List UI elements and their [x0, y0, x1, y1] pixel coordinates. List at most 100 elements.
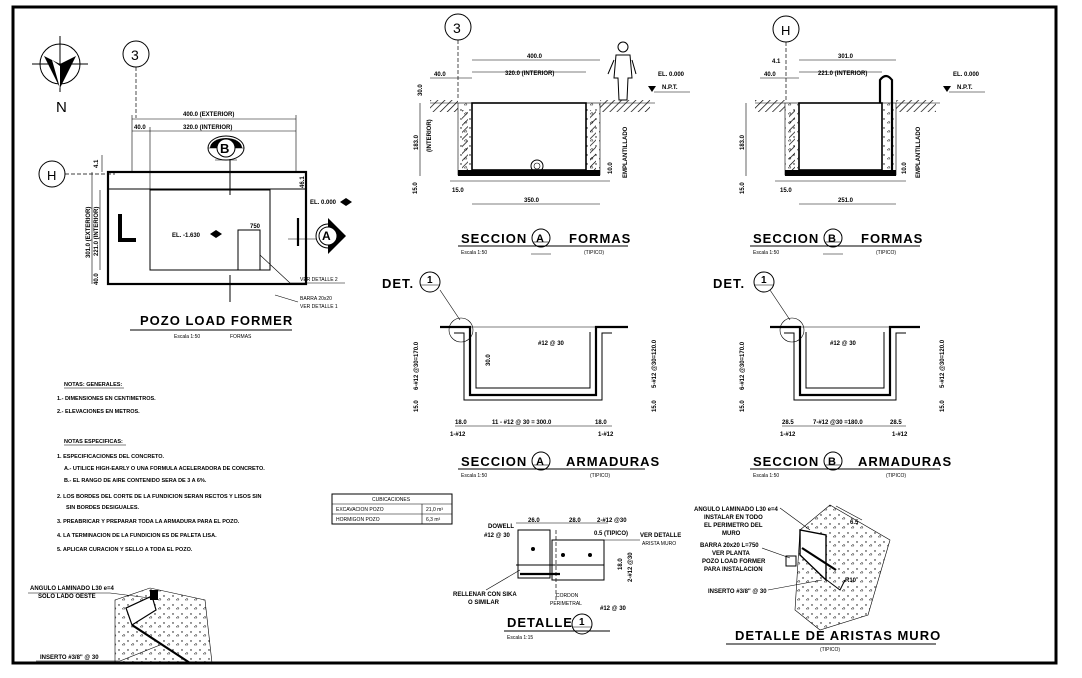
- sec-a-arm-title-post: ARMADURAS: [566, 454, 660, 469]
- plan-dim-40: 40.0: [134, 125, 146, 131]
- plan-note-barra: BARRA 20x20: [300, 296, 332, 302]
- notes-gen-title: NOTAS: GENERALES:: [64, 382, 122, 388]
- section-a-armaduras: DET. 1 #12 @ 30 6-#12 @30=170.0 5-#12 @3…: [382, 271, 660, 479]
- detalle1-dowell: DOWELL: [488, 524, 514, 530]
- quantities-row1-value: 21,0 m³: [426, 507, 443, 513]
- detalle1-bars-side: 2-#12 @30: [628, 552, 634, 582]
- sec-a-arm-scale: Escala 1:50: [461, 473, 487, 479]
- notes-gen-1: 1.- DIMENSIONES EN CENTIMETROS.: [57, 396, 156, 402]
- plan-sub: FORMAS: [230, 334, 252, 340]
- sec-b-arm-dim-15r: 15.0: [940, 400, 946, 412]
- sec-b-arm-letter: B: [828, 456, 836, 468]
- sec-b-formas-title-pre: SECCION: [753, 231, 819, 246]
- plan-dim-int: 320.0 (INTERIOR): [183, 125, 232, 131]
- notes-gen-2: 2.- ELEVACIONES EN METROS.: [57, 409, 140, 415]
- detalle-aristas: 6.5 R10 ANGULO LAMINADO L30 e=4 INSTALAR…: [694, 504, 941, 653]
- sec-b-dim-10: 10.0: [902, 162, 908, 174]
- sec-a-formas-tipico: (TIPICO): [584, 250, 604, 256]
- detalle1-d26: 26.0: [528, 518, 540, 524]
- sec-a-arm-tipico: (TIPICO): [590, 473, 610, 479]
- sec-b-dim-40: 40.0: [764, 72, 776, 78]
- notes-esp-5: 5. APLICAR CURACION Y SELLO A TODA EL PO…: [57, 547, 193, 553]
- detalle1-bar-bottom: #12 @ 30: [600, 606, 627, 612]
- detalle1-scale: Escala 1:15: [507, 635, 533, 641]
- detalle1-similar: O SIMILAR: [468, 600, 500, 606]
- sec-a-arm-dim-300: 30.0: [486, 354, 492, 366]
- sec-a-el: EL. 0.000: [658, 72, 685, 78]
- sec-b-arm-scale: Escala 1:50: [753, 473, 779, 479]
- north-arrow: N: [32, 36, 88, 116]
- sec-a-arm-det: DET.: [382, 276, 414, 291]
- notes-esp-2: 2. LOS BORDES DEL CORTE DE LA FUNDICION …: [57, 494, 261, 500]
- sec-b-dim-41: 4.1: [772, 59, 781, 65]
- sec-b-arm-dim-28r: 28.5: [890, 420, 902, 426]
- sec-a-int-label: (INTERIOR): [427, 119, 433, 152]
- plan-dim-40v: 40.0: [94, 273, 100, 285]
- sec-b-dim-15: 15.0: [780, 188, 792, 194]
- plan-dim-46: 46.1: [300, 176, 306, 188]
- left-inserto: INSERTO #3/8" @ 30: [40, 655, 99, 661]
- sec-b-formas-letter: B: [828, 233, 836, 245]
- sec-b-arm-dim-mid: 7-#12 @30 =180.0: [813, 420, 863, 426]
- sec-b-arm-bar-right: 5-#12 @30=120.0: [940, 339, 946, 388]
- notes-esp-1a: A.- UTILICE HIGH-EARLY O UNA FORMULA ACE…: [64, 466, 265, 472]
- plan-dim-ext: 400.0 (EXTERIOR): [183, 112, 234, 118]
- plan-elev-center: EL. -1.630: [172, 233, 201, 239]
- detalle1-relleno: RELLENAR CON SIKA: [453, 592, 517, 598]
- detalle1-cordon: CORDON: [556, 593, 579, 599]
- section-b-formas: H 301.0 221.0 (INTERIOR) 40.0 4.1 EL. 0.…: [740, 15, 985, 256]
- sec-b-arm-bar-left: 6-#12 @30=170.0: [740, 341, 746, 390]
- sec-a-dim-300: 30.0: [418, 84, 424, 96]
- detalle1-d18: 18.0: [618, 558, 624, 570]
- notes-esp-4: 4. LA TERMINACION DE LA FUNDICION ES DE …: [57, 533, 217, 539]
- notes-esp-2b: SIN BORDES DESIGUALES.: [66, 505, 140, 511]
- sec-b-formas-scale: Escala 1:50: [753, 250, 779, 256]
- sec-b-emplantillado: EMPLANTILLADO: [916, 126, 922, 178]
- sec-b-dim-total: 301.0: [838, 54, 854, 60]
- sec-a-dim-total: 400.0: [527, 54, 543, 60]
- plan-dim-vert-ext: 301.0 (EXTERIOR): [86, 207, 92, 258]
- sec-a-dim-bottom: 350.0: [524, 198, 540, 204]
- sec-a-grid-3: 3: [453, 20, 461, 36]
- aristas-perimetro: EL PERIMETRO DEL: [704, 523, 763, 529]
- sec-b-grid-h: H: [781, 23, 790, 38]
- plan-elev-ext: EL. 0.000: [310, 200, 337, 206]
- sec-b-arm-dim-15: 15.0: [740, 400, 746, 412]
- sec-a-dim-15: 15.0: [452, 188, 464, 194]
- detalle1-ver-det: VER DETALLE: [640, 533, 681, 539]
- quantities-row2-value: 6,3 m³: [426, 517, 441, 523]
- detalle-left: ANGULO LAMINADO L30 e=4 SOLO LADO OESTE …: [28, 586, 213, 664]
- sec-a-formas-title-pre: SECCION: [461, 231, 527, 246]
- aristas-instalar: INSTALAR EN TODO: [704, 515, 763, 521]
- quantities-table: CUBICACIONES EXCAVACION POZO 21,0 m³ HOR…: [331, 493, 453, 525]
- quantities-header: CUBICACIONES: [372, 497, 411, 503]
- sec-b-dim-bottom: 251.0: [838, 198, 854, 204]
- sec-a-npt: N.P.T.: [662, 85, 678, 91]
- detalle1-perimetral: PERIMETRAL: [550, 601, 582, 607]
- sec-b-arm-tipico: (TIPICO): [886, 473, 906, 479]
- notes-esp-1: 1. ESPECIFICACIONES DEL CONCRETO.: [57, 454, 165, 460]
- aristas-title: DETALLE DE ARISTAS MURO: [735, 628, 941, 643]
- sec-b-arm-det: DET.: [713, 276, 745, 291]
- detalle1-d28: 28.0: [569, 518, 581, 524]
- sec-b-arm-bar-r: 1-#12: [892, 432, 908, 438]
- notes-esp-3: 3. PREABRICAR Y PREPARAR TODA LA ARMADUR…: [57, 519, 240, 525]
- plan-view: 3 H 400.0 (EXTERIOR) 320.0 (INTERIOR) 40…: [38, 40, 352, 340]
- sec-a-arm-dim-15: 15.0: [414, 400, 420, 412]
- sec-a-dim-40: 40.0: [434, 72, 446, 78]
- detalle1-title: DETALLE: [507, 615, 573, 630]
- grid-bubble-3: 3: [131, 47, 139, 63]
- plan-scale: Escala 1:50: [174, 334, 200, 340]
- sec-b-dim-int: 221.0 (INTERIOR): [818, 71, 867, 77]
- sec-a-arm-title-pre: SECCION: [461, 454, 527, 469]
- plan-dim-750: 750: [250, 224, 261, 230]
- sec-a-arm-dim-18r: 18.0: [595, 420, 607, 426]
- plan-title: POZO LOAD FORMER: [140, 313, 293, 328]
- sec-a-arm-dim-15r: 15.0: [652, 400, 658, 412]
- aristas-inserto: INSERTO #3/8" @ 30: [708, 589, 767, 595]
- sec-b-arm-bar-l: 1-#12: [780, 432, 796, 438]
- aristas-ver-planta: VER PLANTA: [712, 551, 751, 557]
- sec-a-arm-bar-left: 6-#12 @30=170.0: [414, 341, 420, 390]
- detalle1-dowell-bar: #12 @ 30: [484, 533, 511, 539]
- aristas-tipico: (TIPICO): [820, 647, 840, 653]
